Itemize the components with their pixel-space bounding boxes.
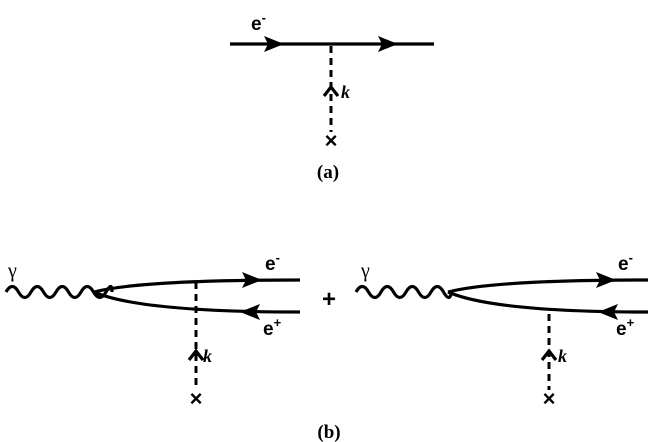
panel-b-left-electron-label: e-: [265, 250, 280, 275]
panel-b-right-positron-arrow: [598, 304, 618, 320]
panel-b-left-photon-label: γ: [7, 260, 17, 282]
panel-b-right-momentum-arrow: [540, 348, 558, 361]
panel-a-electron-label: e-: [251, 10, 266, 35]
panel-b-right-diagram: γ e- e+ k ×: [354, 250, 649, 411]
panel-b-right-source-cross: ×: [543, 386, 556, 411]
panel-a-electron-arrow-left: [264, 36, 284, 52]
panel-b-right-positron-line: [447, 290, 649, 314]
panel-b-left-electron-arrow: [242, 272, 262, 288]
panel-b-left-diagram: γ e- e+ k ×: [4, 250, 301, 411]
panel-a-electron-arrow-right: [378, 36, 398, 52]
panel-a: e- k × (a): [230, 10, 434, 183]
panel-b-left-source-cross: ×: [190, 386, 203, 411]
panel-b-right-photon-line: [354, 284, 454, 300]
panel-b-right-momentum-label: k: [558, 346, 567, 366]
panel-b-left-photon-line: [4, 284, 114, 300]
panel-b-plus-sign: +: [322, 286, 336, 313]
panel-b-left-positron-label: e+: [263, 315, 282, 340]
panel-a-caption: (a): [317, 162, 339, 183]
panel-b-right-electron-arrow: [596, 272, 616, 288]
panel-b-right-electron-line: [447, 278, 649, 294]
panel-b-left-positron-arrow: [240, 304, 260, 320]
panel-a-momentum-label: k: [341, 82, 350, 102]
panel-b-caption: (b): [317, 422, 340, 442]
panel-b-right-positron-label: e+: [616, 315, 635, 340]
panel-a-momentum-arrow: [322, 84, 340, 97]
panel-b-right-photon-label: γ: [360, 260, 370, 282]
panel-b-left-electron-line: [93, 278, 301, 294]
panel-a-source-cross: ×: [325, 128, 338, 153]
panel-b-right-electron-label: e-: [618, 250, 633, 275]
panel-b-left-momentum-label: k: [203, 346, 212, 366]
panel-b-left-positron-line: [93, 290, 301, 314]
panel-b-left-momentum-arrow: [187, 348, 205, 361]
